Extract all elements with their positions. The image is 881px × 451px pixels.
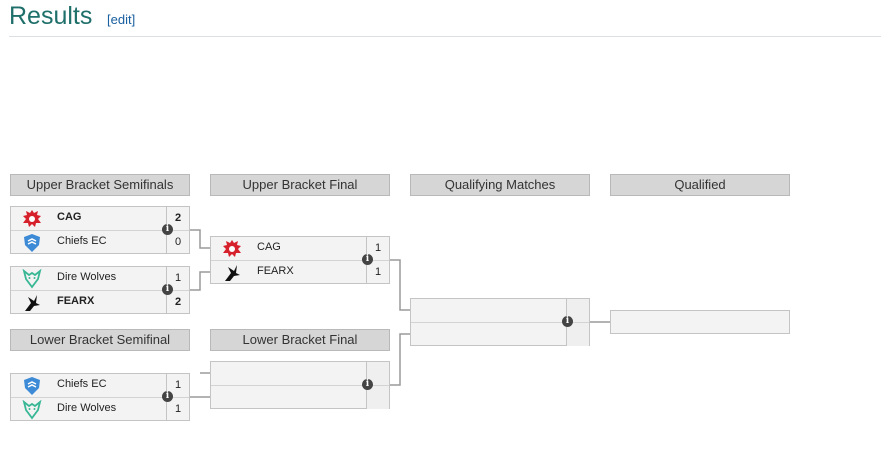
dire-wolves-logo-icon xyxy=(22,269,42,289)
team-score: 1 xyxy=(366,261,389,284)
team-name: FEARX xyxy=(257,265,294,277)
team-row-empty[interactable] xyxy=(211,362,389,386)
chiefs-ec-logo-icon xyxy=(24,377,40,395)
team-score xyxy=(366,362,389,385)
connector-ubs2-ubf xyxy=(190,271,210,291)
team-score: 1 xyxy=(166,267,189,290)
match-qualifying[interactable] xyxy=(410,298,590,346)
team-row[interactable]: FEARX 2 xyxy=(11,291,189,314)
chiefs-ec-logo-icon xyxy=(24,234,40,252)
team-score xyxy=(566,323,589,346)
team-row-empty[interactable] xyxy=(411,299,589,323)
info-icon[interactable]: i xyxy=(162,224,173,235)
team-row[interactable]: FEARX 1 xyxy=(211,261,389,284)
info-icon[interactable]: i xyxy=(362,254,373,265)
team-score: 1 xyxy=(166,398,189,421)
dire-wolves-logo-icon xyxy=(22,400,42,420)
header-lower-semi: Lower Bracket Semifinal xyxy=(10,329,190,351)
cag-logo-icon xyxy=(23,210,41,227)
team-name: Chiefs EC xyxy=(57,235,107,247)
team-name: FEARX xyxy=(57,295,95,307)
team-name: CAG xyxy=(257,241,281,253)
match-upper-final[interactable]: CAG 1 FEARX 1 xyxy=(210,236,390,284)
edit-link-text[interactable]: [edit] xyxy=(107,12,136,27)
fearx-logo-icon xyxy=(225,265,240,281)
team-score xyxy=(366,386,389,409)
header-lower-final: Lower Bracket Final xyxy=(210,329,390,351)
match-upper-semi-1[interactable]: CAG 2 Chiefs EC 0 xyxy=(10,206,190,254)
info-icon[interactable]: i xyxy=(162,391,173,402)
match-lower-semi[interactable]: Chiefs EC 1 Dire Wolves 1 xyxy=(10,373,190,421)
team-score: 1 xyxy=(166,374,189,397)
team-row[interactable]: Chiefs EC 0 xyxy=(11,231,189,254)
team-name: Dire Wolves xyxy=(57,271,117,283)
team-name: Chiefs EC xyxy=(57,378,107,390)
team-row-empty[interactable] xyxy=(411,323,589,346)
info-icon[interactable]: i xyxy=(562,316,573,327)
team-row[interactable]: Chiefs EC 1 xyxy=(11,374,189,398)
connector-ubf-qual xyxy=(390,259,410,311)
team-score: 2 xyxy=(166,291,189,314)
connector-ubs1-ubf xyxy=(190,229,210,249)
fearx-logo-icon xyxy=(25,295,40,311)
header-qualifying: Qualifying Matches xyxy=(410,174,590,196)
team-name: CAG xyxy=(57,211,82,223)
team-row[interactable]: CAG 2 xyxy=(11,207,189,231)
team-score: 0 xyxy=(166,231,189,254)
team-row[interactable]: CAG 1 xyxy=(211,237,389,261)
team-name: Dire Wolves xyxy=(57,402,117,414)
info-icon[interactable]: i xyxy=(162,284,173,295)
connector-lbf-qual xyxy=(390,333,410,386)
header-upper-semis: Upper Bracket Semifinals xyxy=(10,174,190,196)
header-upper-final: Upper Bracket Final xyxy=(210,174,390,196)
section-heading: Results [edit] xyxy=(9,0,881,37)
team-row-empty[interactable] xyxy=(211,386,389,409)
edit-link[interactable]: [edit] xyxy=(107,12,135,27)
cag-logo-icon xyxy=(223,240,241,257)
info-icon[interactable]: i xyxy=(362,379,373,390)
team-score: 1 xyxy=(366,237,389,260)
team-row[interactable]: Dire Wolves 1 xyxy=(11,267,189,291)
team-score: 2 xyxy=(166,207,189,230)
match-lower-final[interactable] xyxy=(210,361,390,409)
match-upper-semi-2[interactable]: Dire Wolves 1 FEARX 2 xyxy=(10,266,190,314)
team-score xyxy=(566,299,589,322)
team-row[interactable]: Dire Wolves 1 xyxy=(11,398,189,421)
header-qualified: Qualified xyxy=(610,174,790,196)
page-title: Results xyxy=(9,2,93,30)
qualified-slot xyxy=(610,310,790,334)
